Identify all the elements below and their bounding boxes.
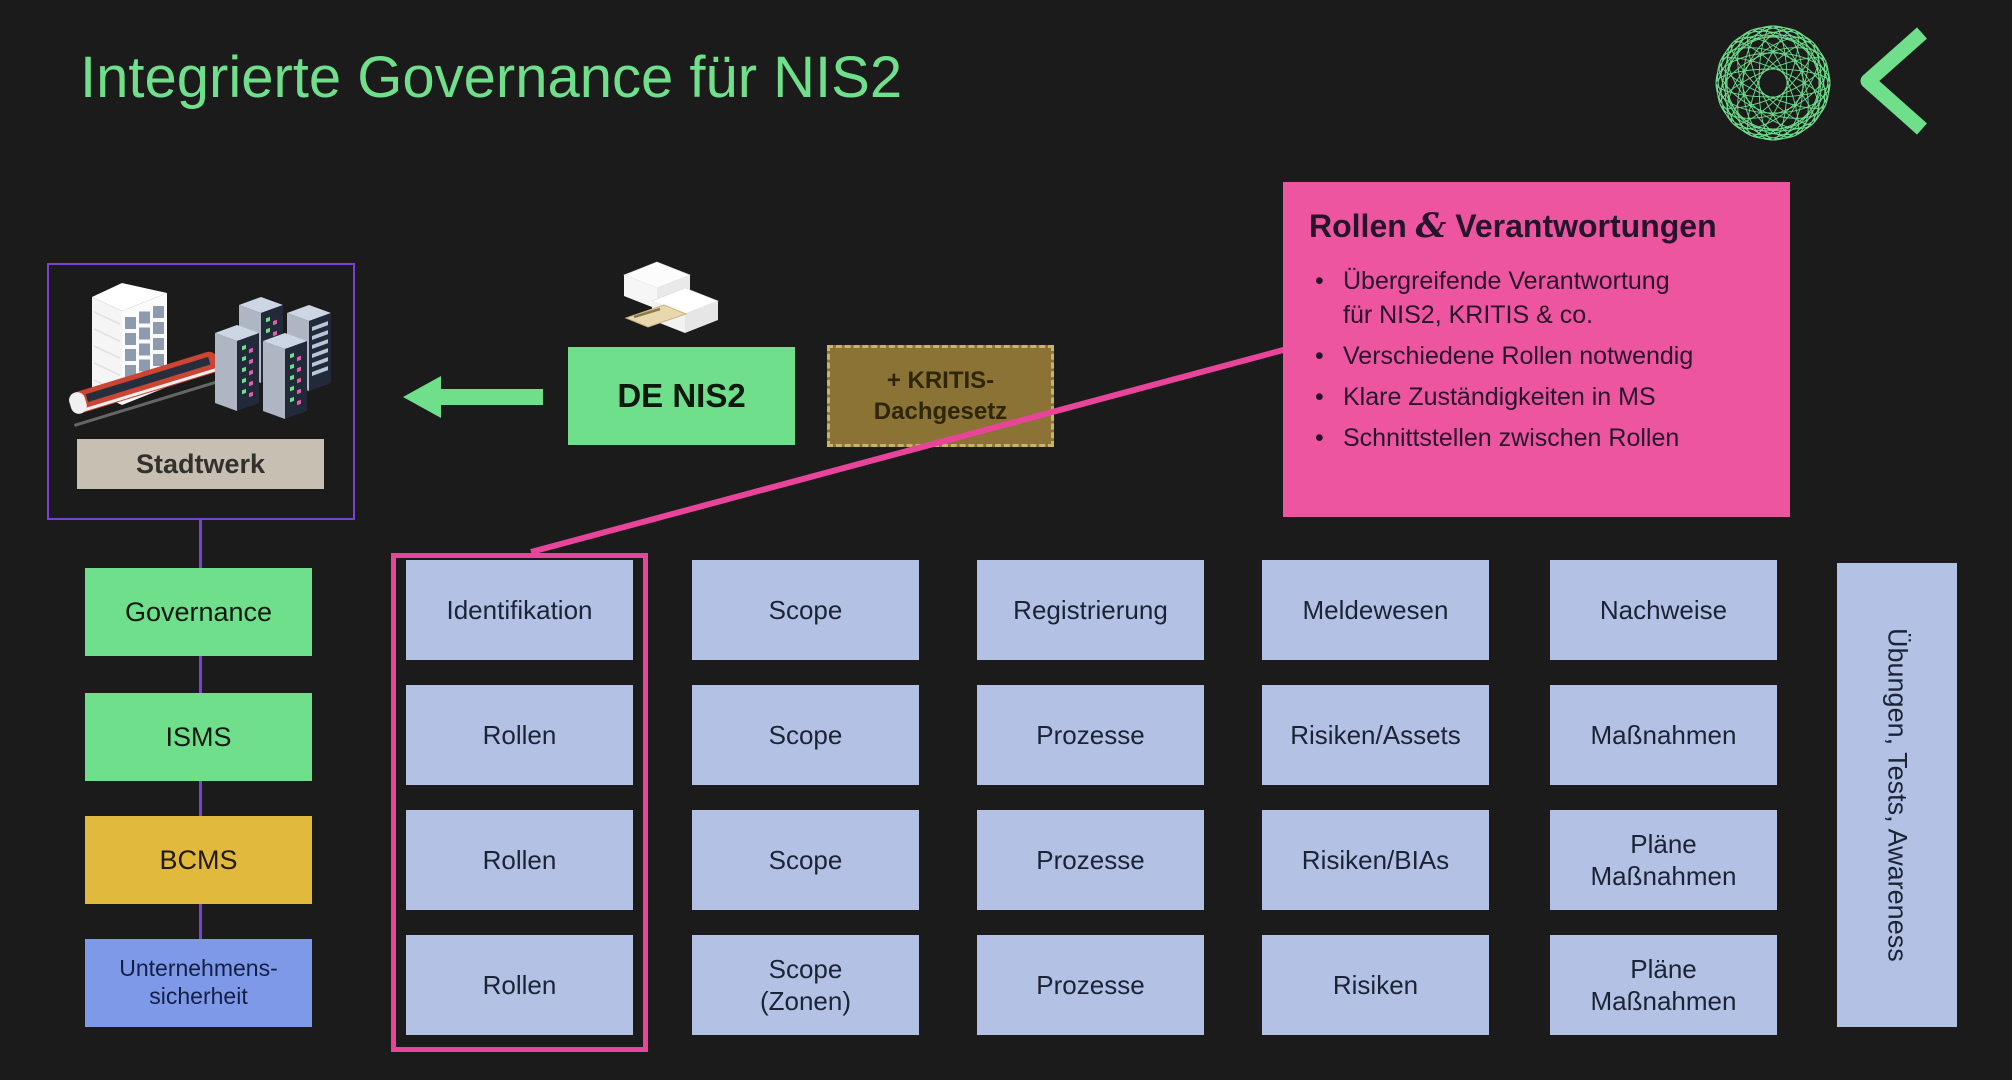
matrix-cell: Scope [692, 810, 919, 910]
left-arrow-icon [403, 376, 543, 418]
matrix-cell: Scope [692, 560, 919, 660]
matrix-cell: Prozesse [977, 935, 1204, 1035]
documents-icon [623, 261, 719, 333]
highlight-frame-identifikation-column [391, 553, 648, 1052]
stadtwerk-illustration-icon [69, 283, 331, 427]
stack-box-governance: Governance [85, 568, 312, 656]
ampersand-glyph: & [1415, 206, 1447, 246]
train-icon [69, 351, 240, 427]
stack-box-isms: ISMS [85, 693, 312, 781]
chevron-left-icon [1860, 27, 1927, 135]
matrix-cell: Registrierung [977, 560, 1204, 660]
kritis-dachgesetz-box: + KRITIS- Dachgesetz [827, 345, 1054, 447]
matrix-cell: Risiken/BIAs [1262, 810, 1489, 910]
matrix-cell: Rollen [406, 685, 633, 785]
matrix-cell: Nachweise [1550, 560, 1777, 660]
spirograph-logo-icon [1715, 25, 1831, 141]
matrix-cell: Rollen [406, 810, 633, 910]
matrix-cell: Scope (Zonen) [692, 935, 919, 1035]
info-bullet: Übergreifende Verantwortung für NIS2, KR… [1309, 264, 1764, 332]
uebungen-tests-awareness-box: Übungen, Tests, Awareness [1837, 563, 1957, 1027]
matrix-cell: Maßnahmen [1550, 685, 1777, 785]
stack-box-bcms: BCMS [85, 816, 312, 904]
matrix-cell: Risiken/Assets [1262, 685, 1489, 785]
matrix-cell: Rollen [406, 935, 633, 1035]
stack-box-unternehmenssicherheit: Unternehmens- sicherheit [85, 939, 312, 1027]
server-racks-icon [215, 297, 331, 419]
matrix-cell: Scope [692, 685, 919, 785]
info-bullet-list: Übergreifende Verantwortung für NIS2, KR… [1309, 264, 1764, 455]
page-title: Integrierte Governance für NIS2 [80, 45, 903, 110]
info-bullet: Verschiedene Rollen notwendig [1309, 339, 1764, 373]
matrix-cell: Pläne Maßnahmen [1550, 810, 1777, 910]
matrix-cell: Risiken [1262, 935, 1489, 1035]
matrix-cell: Pläne Maßnahmen [1550, 935, 1777, 1035]
matrix-cell: Prozesse [977, 810, 1204, 910]
matrix-cell: Meldewesen [1262, 560, 1489, 660]
info-bullet: Schnittstellen zwischen Rollen [1309, 421, 1764, 455]
info-bullet: Klare Zuständigkeiten in MS [1309, 380, 1764, 414]
stadtwerk-box: Stadtwerk [47, 263, 355, 520]
matrix-cell: Prozesse [977, 685, 1204, 785]
info-box-title: Rollen & Verantwortungen [1309, 206, 1717, 246]
roles-info-box: Rollen & Verantwortungen Übergreifende V… [1283, 182, 1790, 517]
matrix-cell: Identifikation [406, 560, 633, 660]
de-nis2-box: DE NIS2 [568, 347, 795, 445]
stadtwerk-label: Stadtwerk [77, 439, 324, 489]
side-box-label: Übungen, Tests, Awareness [1882, 628, 1913, 962]
